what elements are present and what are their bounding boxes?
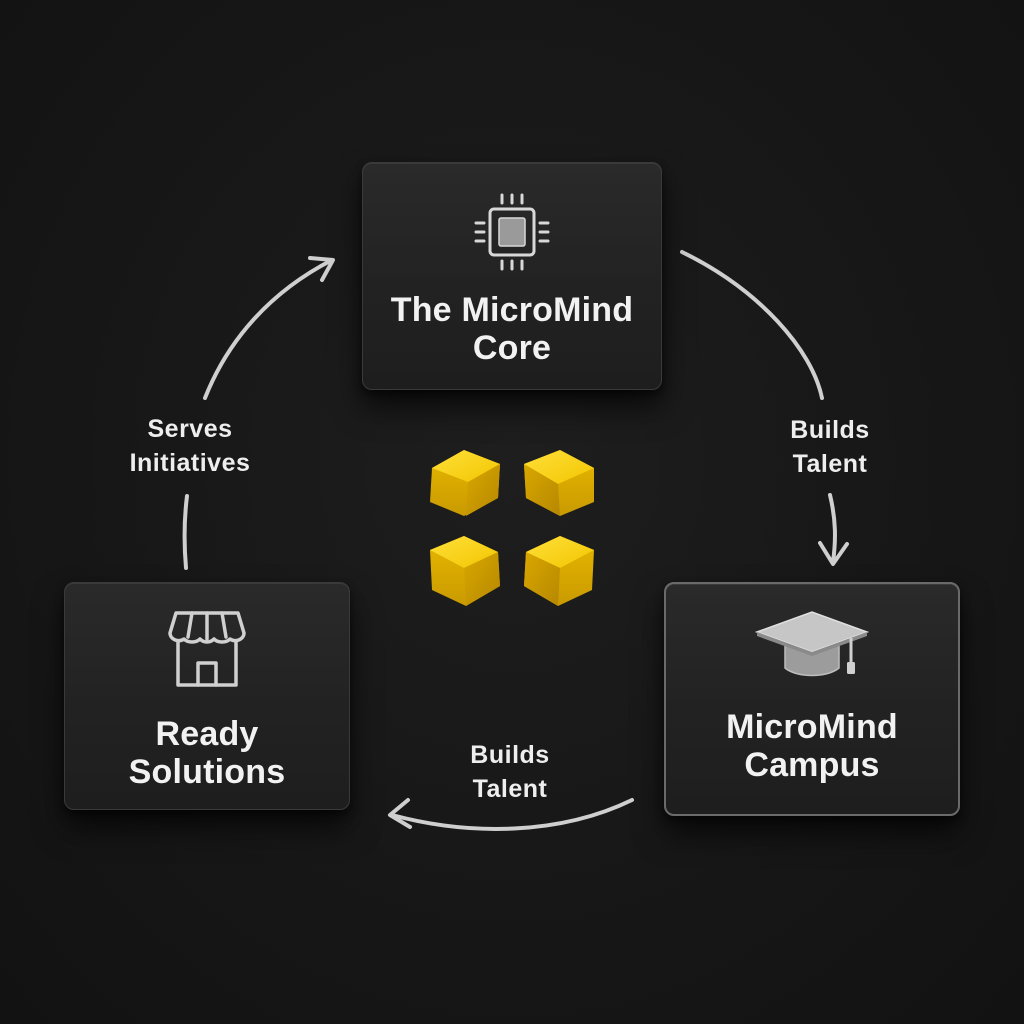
arrow-campus-to-ready bbox=[390, 798, 634, 831]
arrowhead-campus-to-ready bbox=[388, 798, 412, 829]
node-micromind-core: The MicroMind Core bbox=[362, 162, 662, 390]
arrowhead-core-to-campus bbox=[818, 541, 849, 566]
chip-icon bbox=[474, 193, 550, 271]
edge-label-builds-talent-right: Builds Talent bbox=[790, 416, 870, 478]
node-ready-solutions: Ready Solutions bbox=[64, 582, 350, 810]
yellow-cubes-logo bbox=[430, 450, 594, 606]
edge-label-serves-initiatives: Serves Initiatives bbox=[129, 415, 251, 477]
node-core-label: The MicroMind Core bbox=[390, 291, 634, 367]
node-micromind-campus: MicroMind Campus bbox=[664, 582, 960, 816]
cube-top-right bbox=[524, 450, 594, 516]
graduation-cap-icon bbox=[754, 611, 870, 677]
node-ready-label: Ready Solutions bbox=[128, 715, 286, 791]
edge-label-builds-talent-bottom: Builds Talent bbox=[470, 741, 550, 803]
storefront-icon bbox=[168, 611, 246, 687]
cube-top-left bbox=[430, 450, 500, 516]
arrow-ready-to-core bbox=[203, 258, 334, 400]
arrowhead-ready-to-core bbox=[308, 256, 335, 282]
arrow-ready-to-core-lower bbox=[182, 494, 189, 570]
cube-bottom-left bbox=[430, 536, 500, 606]
arrow-core-to-campus-lower bbox=[828, 493, 837, 564]
arrow-core-to-campus bbox=[680, 250, 824, 400]
node-campus-label: MicroMind Campus bbox=[726, 708, 898, 784]
cube-bottom-right bbox=[524, 536, 594, 606]
